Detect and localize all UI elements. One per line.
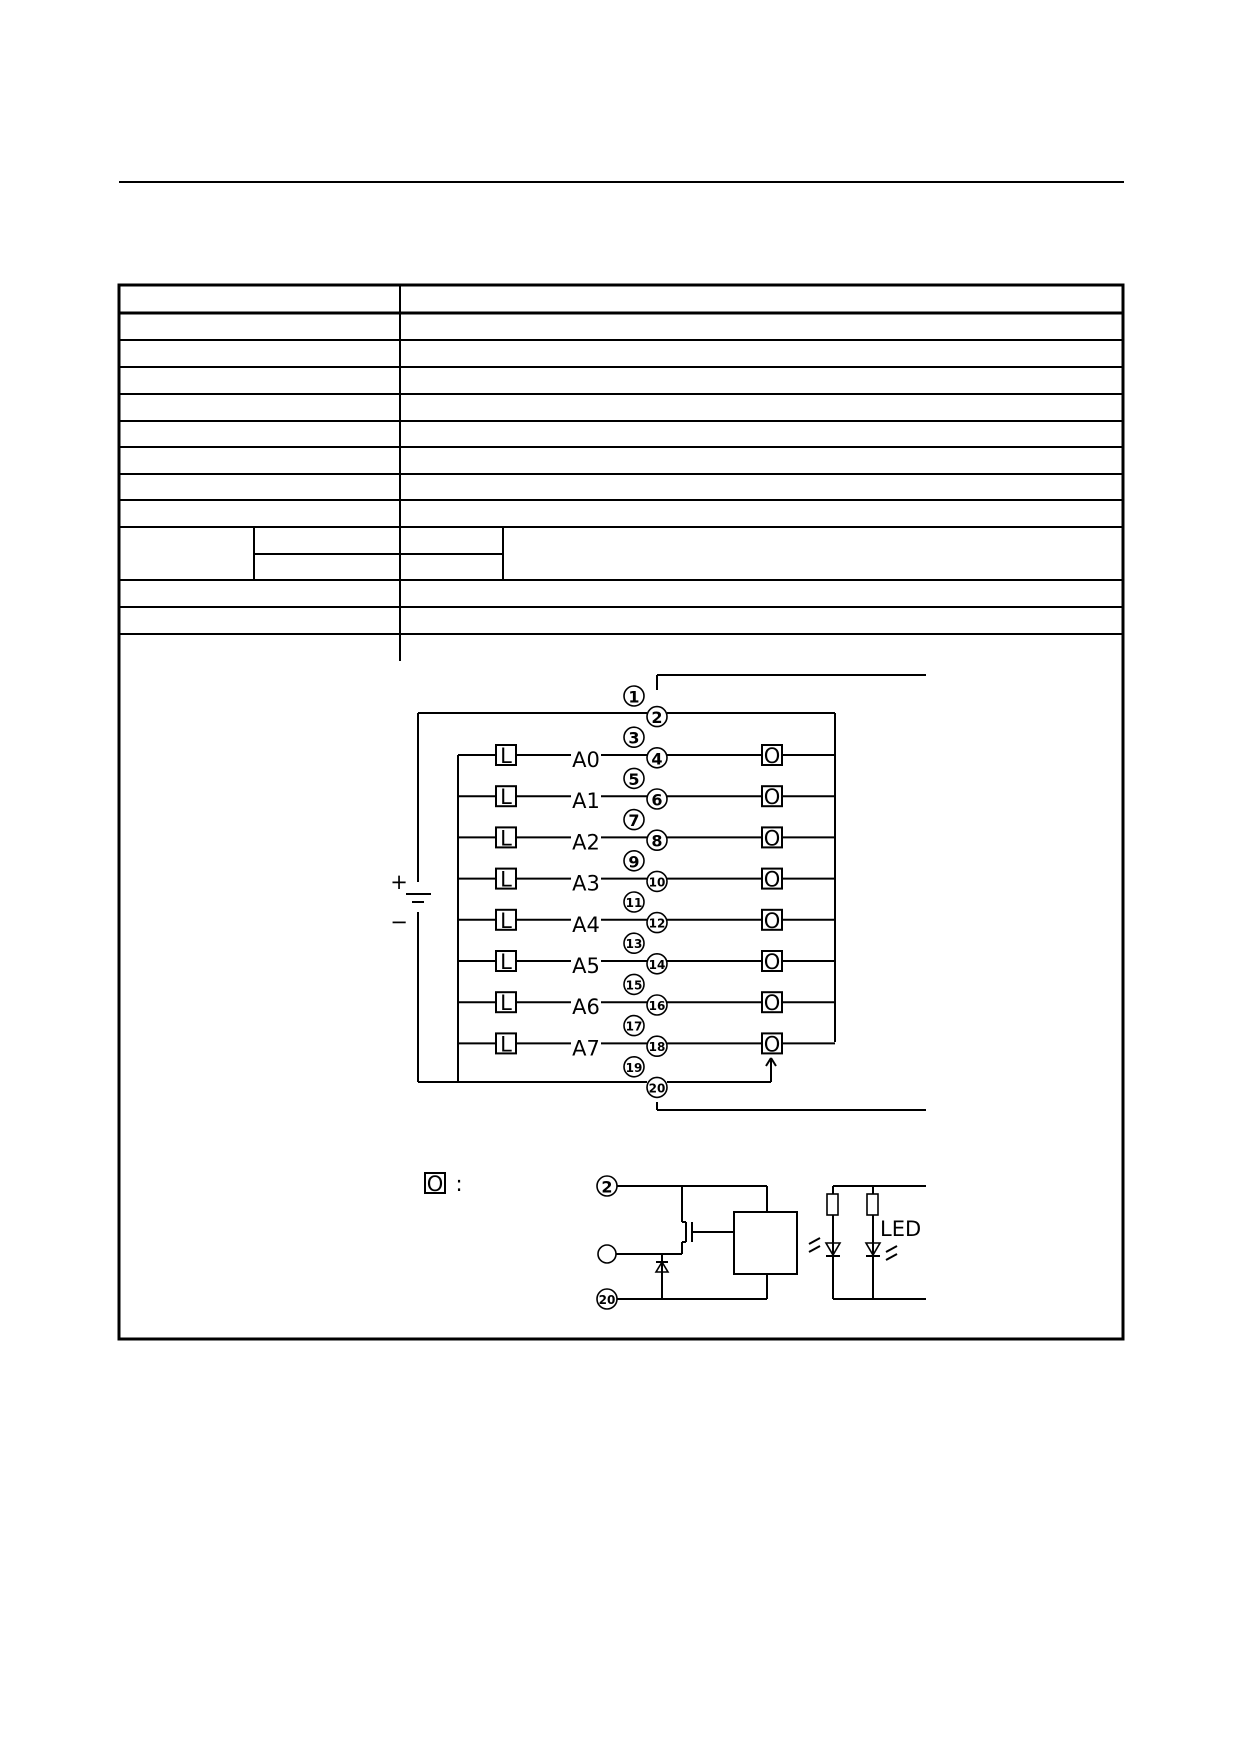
output-A5-text: O [764,950,781,974]
pin-15-circle [623,973,645,996]
led-1 [824,1242,842,1257]
pin-13-circle [623,932,645,955]
channel-A1-label: A1 [572,789,600,813]
pin-2-circle [646,705,668,728]
channel-A6-label: A6 [572,995,600,1019]
channel-A3-label: A3 [572,872,600,896]
load-A5-text: L [500,950,512,974]
pin-12-circle [646,911,668,934]
wire [770,1057,777,1067]
output-A7-text: O [764,1032,781,1056]
pin-9-label: 9 [628,852,639,871]
pin-4-circle [646,746,668,769]
wire [808,1245,821,1253]
pin-14-circle [646,952,668,975]
header-rule [119,181,1124,183]
legend-pin-open-circle [597,1244,617,1264]
load-A2-text: L [500,826,512,850]
pin-15-label: 15 [626,978,643,992]
load-A6-text: L [500,991,512,1015]
pin-1-label: 1 [628,688,639,707]
pin-13-label: 13 [626,937,643,951]
output-A2-text: O [764,826,781,850]
pin-7-circle [623,808,645,831]
pin-1-circle [623,685,645,707]
pin-6-label: 6 [651,791,662,810]
legend-output-text: O [427,1172,444,1196]
resistor-1 [826,1193,839,1216]
battery-minus-sign: − [390,910,408,934]
legend-colon: : [455,1172,462,1196]
load-A3-text: L [500,868,512,892]
pin-8-circle [646,829,668,852]
pin-16-circle [646,994,668,1016]
legend-output-box [424,1172,446,1194]
output-A4-text: O [764,909,781,933]
pin-12-label: 12 [649,917,666,931]
pin-20-circle [646,1076,668,1099]
channel-A2-label: A2 [572,830,600,854]
pin-3-circle [623,726,645,749]
pin-5-label: 5 [628,770,639,789]
pin-18-label: 18 [649,1040,666,1054]
pin-2-label: 2 [651,708,662,727]
pin-19-circle [623,1056,645,1078]
pin-18-circle [646,1035,668,1057]
pin-9-circle [623,849,645,872]
load-A0-text: L [500,744,512,768]
pin-17-label: 17 [626,1020,643,1034]
pin-17-circle [623,1014,645,1037]
pin-3-label: 3 [628,729,639,748]
battery-plus-sign: + [390,870,408,894]
pin-11-label: 11 [626,896,643,910]
pin-5-circle [623,767,645,790]
ic-block [733,1211,798,1275]
pin-8-label: 8 [651,832,662,851]
load-A4-text: L [500,909,512,933]
led-label: LED [880,1217,921,1241]
legend-pin-2-label: 2 [601,1178,612,1197]
resistor-2 [866,1193,879,1216]
pin-6-circle [646,788,668,810]
load-A7-text: L [500,1032,512,1056]
pin-10-circle [646,870,668,893]
wire [885,1253,898,1261]
pin-11-circle [623,891,645,913]
pin-7-label: 7 [628,811,639,830]
channel-A0-label: A0 [572,748,600,772]
pin-20-label: 20 [649,1081,666,1095]
led-2 [864,1242,882,1257]
pin-19-label: 19 [626,1061,643,1075]
pin-4-label: 4 [651,749,662,768]
pin-10-label: 10 [649,875,666,889]
output-A6-text: O [764,991,781,1015]
channel-A4-label: A4 [572,913,600,937]
pin-14-label: 14 [649,958,666,972]
wire [765,1057,772,1067]
output-A1-text: O [764,785,781,809]
pin-16-label: 16 [649,999,666,1013]
channel-A7-label: A7 [572,1036,600,1060]
diode [654,1260,670,1273]
channel-A5-label: A5 [572,954,600,978]
output-A0-text: O [764,744,781,768]
output-A3-text: O [764,868,781,892]
legend-pin-20-label: 20 [599,1293,616,1307]
load-A1-text: L [500,785,512,809]
wire [808,1237,821,1245]
wire [885,1245,898,1253]
